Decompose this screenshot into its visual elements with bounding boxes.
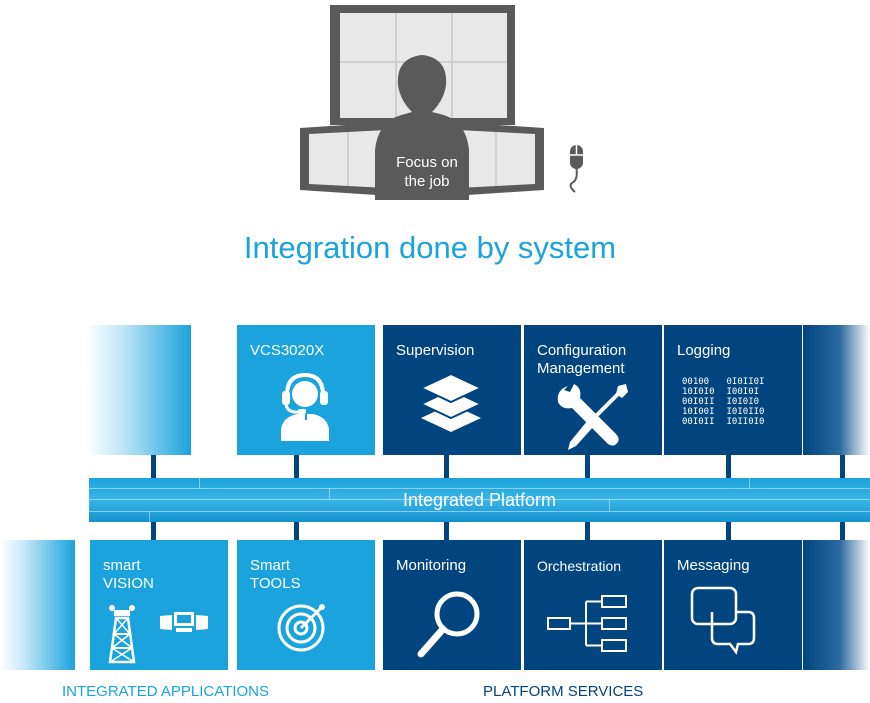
tile-messaging-label: Messaging [677,557,750,574]
binary-row: I0I0I0 [726,397,760,407]
binary-column-2: 0I0II0I I00I0I I0I0I0 I0I0II0 I0II0I0 [727,377,765,427]
hierarchy-tree-icon [547,595,627,652]
tile-smart-vision: smart VISION [90,540,228,670]
connector [444,522,449,540]
connector [585,455,590,478]
binary-log-icon: 00100 10I0I0 00I0II 10I00I 00I0II 0I0II0… [682,377,782,427]
right-fade-panel-bottom [803,540,870,670]
binary-row: 10I00I [682,407,715,417]
right-fade-panel-top [803,325,870,455]
binary-row: I0I0II0 [726,407,765,417]
left-fade-panel-bottom [0,540,75,670]
connector [726,522,731,540]
left-fade-panel-top [86,325,191,455]
binary-row: 00100 [682,377,710,387]
integrated-platform-bar: Integrated Platform [89,478,870,522]
tile-orchestration-label: Orchestration [537,558,622,574]
connector [840,522,845,540]
wrench-screwdriver-icon [557,384,628,450]
tile-smart-tools-label-line1: Smart [250,557,291,574]
tile-smart-vision-label-line2: VISION [103,575,154,592]
headset-operator-icon [281,372,329,441]
platform-services-label: PLATFORM SERVICES [483,683,644,700]
integrated-applications-label: INTEGRATED APPLICATIONS [62,683,269,700]
focus-caption-line1: Focus on [396,154,458,171]
tile-smart-tools-label-line2: TOOLS [250,575,301,592]
tile-messaging: Messaging [664,540,802,670]
connector [151,455,156,478]
binary-column-1: 00100 10I0I0 00I0II 10I00I 00I0II [682,377,715,427]
binary-row: I0II0I0 [726,417,765,427]
tile-smart-tools-label: Smart TOOLS [250,557,301,593]
binary-row: I00I0I [726,387,760,397]
binary-row: 10I0I0 [682,387,715,397]
tile-configuration-label: Configuration Management [537,342,626,378]
tile-monitoring-label: Monitoring [396,557,467,574]
focus-on-the-job-caption: Focus on the job [374,153,480,191]
tile-configuration-management: Configuration Management [524,325,662,455]
tile-configuration-label-line2: Management [537,360,625,377]
binary-row: 00I0II [682,417,715,427]
tile-configuration-label-line1: Configuration [537,342,627,359]
tile-supervision-label: Supervision [396,342,475,359]
magnifier-icon [417,591,480,658]
connector [444,455,449,478]
tile-supervision: Supervision [383,325,521,455]
connector [294,455,299,478]
tile-logging-label: Logging [677,342,731,359]
tile-vcs3020x: VCS3020X [237,325,375,455]
headline: Integration done by system [243,230,617,265]
tile-monitoring: Monitoring [383,540,521,670]
right-monitor [452,122,544,196]
connector [840,455,845,478]
binary-row: 00I0II [682,397,715,407]
tile-vcs3020x-label: VCS3020X [250,342,325,359]
connector [151,522,156,540]
mouse-icon [569,145,583,193]
operator-workstation-illustration [300,5,583,200]
focus-caption-line2: the job [404,173,450,190]
radio-tower-icon [108,605,136,664]
tile-smart-tools: Smart TOOLS [237,540,375,670]
tile-smart-vision-label-line1: smart [103,557,141,574]
connector [585,522,590,540]
tile-logging: Logging 00100 10I0I0 00I0II 10I00I 00I0I… [664,325,802,455]
left-monitor [300,122,392,196]
binary-row: 0I0II0I [726,377,765,387]
tile-orchestration: Orchestration [524,540,662,670]
radar-target-icon [277,604,325,652]
operator-silhouette [375,55,469,200]
layers-icon [419,372,483,432]
connector [294,522,299,540]
monitors-workstation-icon [160,612,208,632]
tile-smart-vision-label: smart VISION [103,557,154,593]
chat-bubbles-icon [690,586,756,655]
integrated-platform-label: Integrated Platform [402,490,557,510]
connector [726,455,731,478]
